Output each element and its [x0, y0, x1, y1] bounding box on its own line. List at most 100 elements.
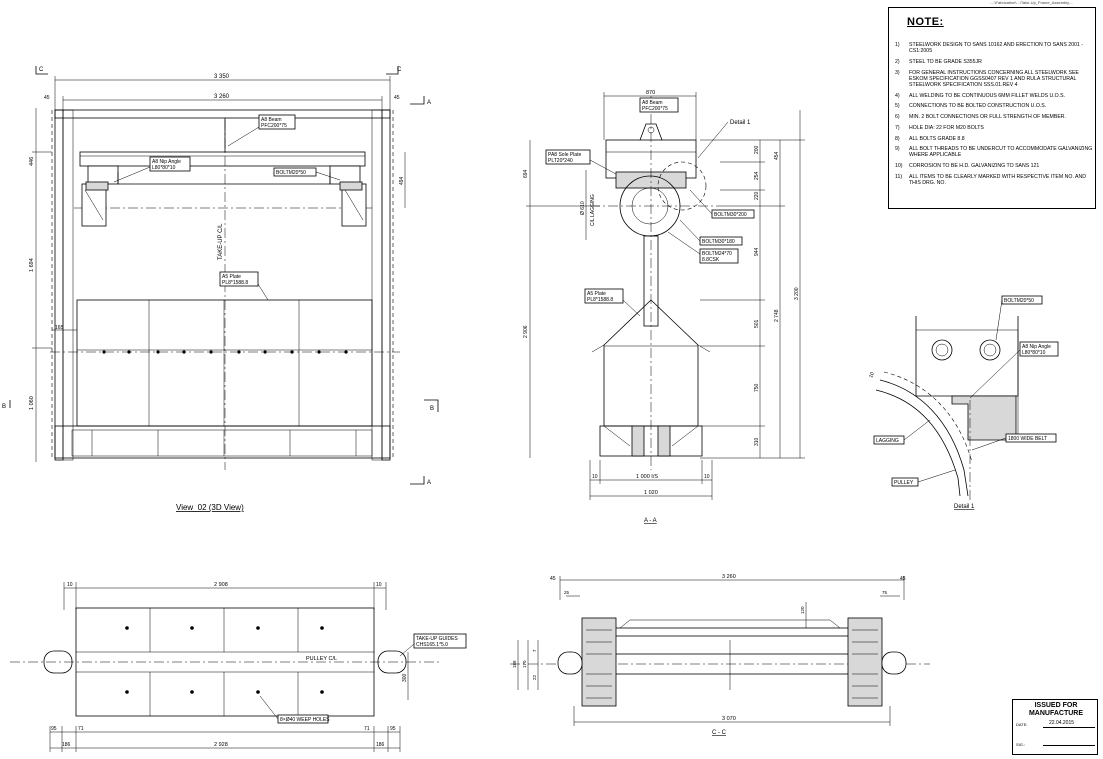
- dim-220: 220: [754, 191, 760, 200]
- note-number: 8): [895, 135, 900, 142]
- dim-254: 254: [754, 171, 760, 180]
- pulley-centerline-label: PULLEY C/L: [306, 656, 337, 662]
- note-text: HOLE DIA: 22 FOR M20 BOLTS: [909, 124, 984, 131]
- section-marker-a-top: A: [427, 100, 431, 106]
- aa-callout-beam-size: PFC200*75: [642, 106, 668, 112]
- issue-date: 22.04.2015: [1049, 720, 1075, 726]
- aa-callout-bolt24-70: BOLTM24*70: [702, 251, 732, 257]
- note-item: 6)MIN. 2 BOLT CONNECTIONS OR FULL STRENG…: [895, 114, 1093, 120]
- aa-callout-bolt30-180: BOLTM30*180: [702, 239, 735, 245]
- dim-501: 501: [754, 319, 760, 328]
- note-item: 4) ALL WELDING TO BE CONTINUOUS 6mm FILLE…: [895, 93, 1093, 99]
- note-text: ALL ITEMS TO BE CLEARLY MARKED WITH RESP…: [909, 173, 1086, 187]
- detail-callout-nip-angle-name: A8 Nip Angle: [1022, 344, 1051, 350]
- cc-dim-3070: 3 070: [722, 716, 736, 722]
- section-aa-title: A - A: [644, 518, 657, 524]
- callout-plate-size: PL8*1588.8: [222, 280, 248, 286]
- title-block-heading: ISSUED FOR MANUFACTURE: [1013, 702, 1099, 718]
- drawing-reference: ...:\Fabrication\...\Take-Up_Frame_Assem…: [990, 0, 1074, 5]
- note-item: 2)STEEL TO BE GRADE S355JR: [895, 59, 1093, 65]
- dim-45-right: 45: [394, 95, 400, 101]
- date-label: DATE:: [1016, 722, 1028, 727]
- section-marker-b-right: B: [430, 406, 434, 412]
- detail-dim-10: 10: [868, 371, 876, 378]
- dim-870: 870: [646, 90, 655, 96]
- detail-callout-nip-angle-size: L80*80*10: [1022, 350, 1046, 356]
- plan-callout-guides: TAKE-UP GUIDES: [416, 636, 458, 642]
- title-block-heading-line-2: MANUFACTURE: [1028, 710, 1084, 717]
- aa-callout-beam-name: A8 Beam: [642, 100, 663, 106]
- plan-callout-guides-size: CHS165.1*5.0: [416, 642, 448, 648]
- notes-box: NOTE: 1)STEELWORK DESIGN TO SANS 10162 A…: [888, 7, 1096, 209]
- take-up-centerline-label: TAKE-UP C/L: [218, 223, 224, 260]
- note-item: 5)CONNECTIONS TO BE BOLTED CONSTRUCTION …: [895, 103, 1093, 109]
- note-text: CORROSION TO BE H.D. GALVANIZING TO SANS…: [909, 163, 1040, 170]
- cc-dim-170: 170: [522, 660, 527, 668]
- cc-dim-188: 188: [512, 660, 517, 668]
- detail-1-title: Detail 1: [954, 504, 975, 510]
- note-number: 6): [895, 114, 900, 121]
- dim-1000-is: 1 000 I/S: [636, 474, 658, 480]
- note-text: ALL WELDING TO BE CONTINUOUS 6mm FILLET …: [909, 92, 1066, 99]
- detail-1-view: 10 BOLTM20*50 A8 Nip Angle L80*80*10 180…: [868, 295, 1059, 510]
- cc-dim-22: 22: [532, 674, 537, 680]
- note-item: 11) ALL ITEMS TO BE CLEARLY MARKED WITH R…: [895, 174, 1093, 186]
- plan-callout-weep-holes: 8×Ø40 WEEP HOLES: [280, 717, 330, 723]
- cc-dim-7: 7: [532, 649, 537, 652]
- plan-view: 10 2 908 10 PULLEY C/L 300 TAKE-UP GUIDE…: [10, 582, 467, 752]
- dim-494: 494: [399, 176, 405, 185]
- notes-list: 1)STEELWORK DESIGN TO SANS 10162 AND ERE…: [895, 42, 1093, 191]
- note-number: 7): [895, 124, 900, 131]
- detail-1-callout: Detail 1: [730, 120, 751, 126]
- note-number: 5): [895, 103, 900, 110]
- front-view-title: View_02 (3D View): [176, 503, 244, 512]
- front-view: C C A A B B 3 350 3 260 45 45 446 1 694 …: [2, 66, 439, 512]
- date-underline: [1043, 727, 1095, 728]
- dim-10-right: 10: [704, 474, 710, 480]
- note-item: 9)ALL BOLT THREADS TO BE UNDERCUT TO ACC…: [895, 146, 1093, 158]
- detail-callout-lagging: LAGGING: [876, 438, 899, 444]
- cc-dim-75: 75: [882, 590, 888, 595]
- note-text: ALL BOLT THREADS TO BE UNDERCUT TO ACCOM…: [909, 146, 1093, 159]
- signature-label: SIG.:: [1016, 742, 1026, 747]
- dim-2906: 2 906: [523, 325, 529, 338]
- plan-dim-95-left: 95: [51, 726, 57, 732]
- note-number: 2): [895, 58, 900, 65]
- dim-3200: 3 200: [794, 287, 800, 300]
- dim-310: 310: [754, 437, 760, 446]
- aa-callout-plate-size: PL8*1588.8: [587, 297, 613, 303]
- plan-dim-71-right: 71: [364, 726, 370, 732]
- note-number: 4): [895, 92, 900, 99]
- dim-10-left: 10: [592, 474, 598, 480]
- section-cc-title: C - C: [712, 730, 727, 736]
- note-item: 8) ALL BOLTS GRADE 8.8: [895, 136, 1093, 142]
- plan-dim-300: 300: [402, 673, 408, 682]
- dim-165: 165: [55, 325, 64, 331]
- aa-callout-bolt30-200: BOLTM30*200: [714, 212, 747, 218]
- plan-dim-10-left: 10: [67, 582, 73, 588]
- plan-dim-2908: 2 908: [214, 582, 228, 588]
- note-number: 11): [895, 173, 903, 180]
- dim-1694: 1 694: [29, 258, 35, 272]
- plan-dim-186-left: 186: [62, 742, 71, 748]
- plan-dim-186-right: 186: [376, 742, 385, 748]
- title-block-heading-line-1: ISSUED FOR: [1034, 702, 1078, 709]
- section-marker-c-left: C: [39, 67, 44, 73]
- dim-1020: 1 020: [644, 490, 658, 496]
- note-text: ALL BOLTS GRADE 8.8: [909, 135, 965, 142]
- aa-callout-sole-plate-size: PLT20*240: [548, 158, 573, 164]
- note-item: 10) CORROSION TO BE H.D. GALVANIZING TO S…: [895, 163, 1093, 169]
- callout-beam-size: PFC200*75: [261, 123, 287, 129]
- dim-1060: 1 060: [29, 396, 35, 410]
- dim-3350: 3 350: [214, 74, 230, 80]
- note-number: 10): [895, 163, 903, 170]
- detail-callout-bolt: BOLTM20*50: [1004, 298, 1034, 304]
- detail-callout-pulley: PULLEY: [894, 480, 914, 486]
- cc-dim-120: 120: [800, 606, 805, 614]
- dim-200: 200: [754, 145, 760, 154]
- aa-callout-plate-name: A5 Plate: [587, 291, 606, 297]
- dim-750: 750: [754, 383, 760, 392]
- plan-dim-95-right: 95: [390, 726, 396, 732]
- section-marker-c-right: C: [397, 67, 402, 73]
- plan-dim-2928: 2 928: [214, 742, 228, 748]
